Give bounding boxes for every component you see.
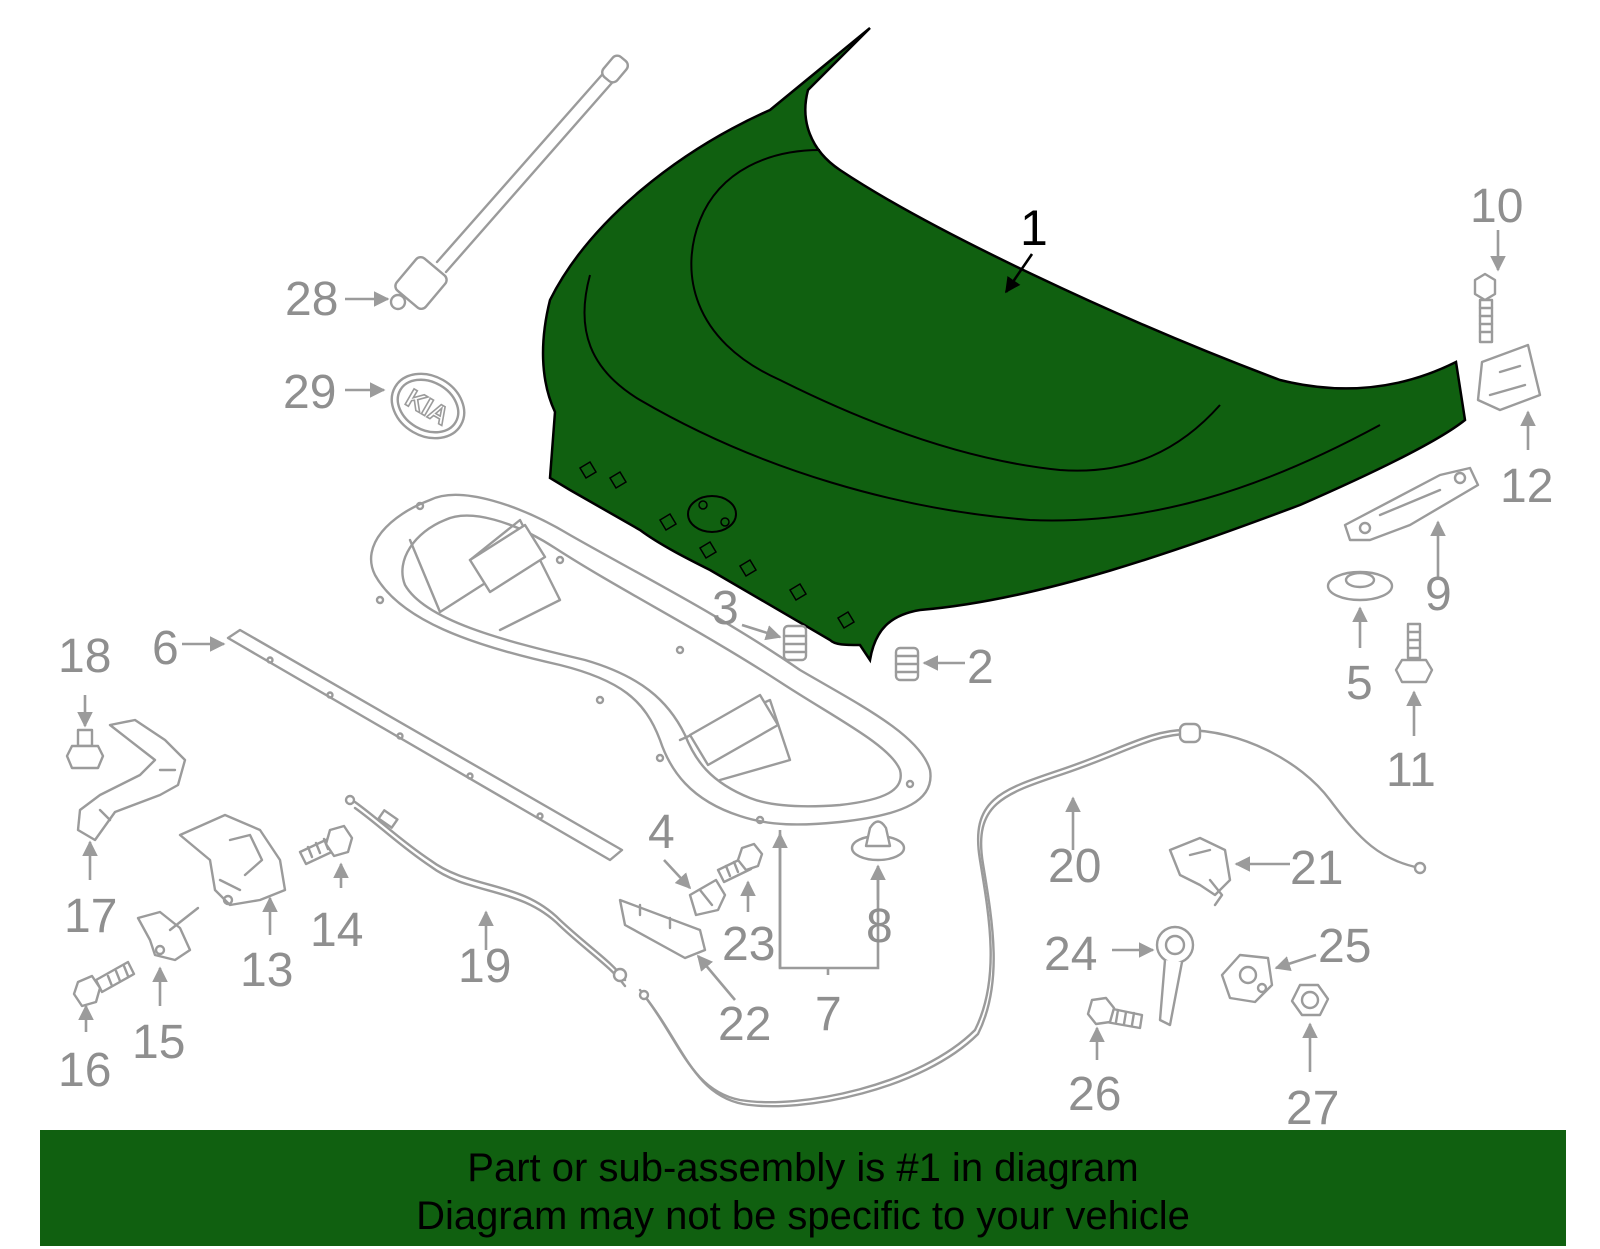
label-14: 14 (310, 904, 363, 957)
label-26: 26 (1068, 1068, 1121, 1121)
hood-part-1[interactable] (541, 27, 1467, 664)
kia-emblem-part-29[interactable]: KIA (380, 361, 476, 451)
gas-strut-part-28[interactable] (389, 53, 630, 311)
banner-line-1: Part or sub-assembly is #1 in diagram (467, 1146, 1139, 1190)
banner-line-2: Diagram may not be specific to your vehi… (416, 1194, 1190, 1238)
label-16: 16 (58, 1044, 111, 1097)
label-28: 28 (285, 273, 338, 326)
label-1: 1 (1020, 200, 1048, 256)
grommet-part-5[interactable] (1326, 570, 1394, 602)
label-15: 15 (132, 1016, 185, 1069)
holder-part-25[interactable] (1220, 953, 1274, 1004)
weatherstrip-part-6[interactable] (226, 628, 624, 862)
clip-part-8[interactable] (850, 820, 906, 862)
bolt-part-14[interactable] (298, 824, 354, 866)
label-27: 27 (1286, 1082, 1339, 1135)
label-2: 2 (967, 641, 994, 694)
bolt-part-23[interactable] (716, 842, 764, 884)
bolt-part-26[interactable] (1086, 996, 1144, 1030)
clip-part-4[interactable] (688, 878, 727, 917)
label-25: 25 (1318, 920, 1371, 973)
label-18: 18 (58, 630, 111, 683)
label-29: 29 (283, 366, 336, 419)
bolt-part-11[interactable] (1394, 622, 1434, 684)
bumper-part-3[interactable] (782, 624, 808, 662)
label-23: 23 (722, 918, 775, 971)
label-9: 9 (1425, 568, 1452, 621)
label-4: 4 (648, 806, 675, 859)
label-10: 10 (1470, 180, 1523, 233)
bolt-part-10[interactable] (1473, 272, 1497, 344)
rod-holder-part-24[interactable] (1155, 925, 1195, 1027)
label-11: 11 (1386, 744, 1436, 797)
hinge-bracket-part-12[interactable] (1476, 343, 1542, 412)
label-19: 19 (458, 940, 511, 993)
release-cable-part-19[interactable] (344, 794, 628, 988)
nut-part-27[interactable] (1290, 983, 1330, 1017)
bolt-part-16[interactable] (72, 960, 136, 1008)
release-cable-part-20[interactable] (638, 722, 1427, 1108)
label-13: 13 (240, 944, 293, 997)
label-12: 12 (1500, 460, 1553, 513)
bracket-part-22[interactable] (618, 898, 707, 960)
arrow-1 (1004, 253, 1034, 294)
label-3: 3 (712, 582, 739, 635)
label-7: 7 (815, 988, 842, 1041)
hood-hinge-part-9[interactable] (1343, 466, 1480, 542)
bolt-part-18[interactable] (65, 728, 105, 770)
insulator-pad-part-7[interactable] (369, 493, 932, 826)
label-22: 22 (718, 998, 771, 1051)
safety-latch-part-17[interactable] (76, 718, 187, 842)
striker-part-15[interactable] (136, 906, 200, 962)
label-21: 21 (1290, 842, 1343, 895)
arrow-3 (741, 623, 782, 641)
bumper-part-2[interactable] (894, 646, 920, 682)
arrow-4 (663, 859, 692, 890)
clip-part-21[interactable] (1168, 836, 1232, 907)
label-17: 17 (64, 890, 117, 943)
hood-latch-part-13[interactable] (178, 813, 287, 907)
arrow-22 (696, 954, 736, 1001)
label-8: 8 (866, 900, 893, 953)
label-24: 24 (1044, 928, 1097, 981)
label-6: 6 (152, 622, 179, 675)
label-20: 20 (1048, 840, 1101, 893)
arrow-25 (1274, 953, 1317, 972)
label-5: 5 (1346, 657, 1373, 710)
info-banner: Part or sub-assembly is #1 in diagram Di… (40, 1130, 1566, 1246)
